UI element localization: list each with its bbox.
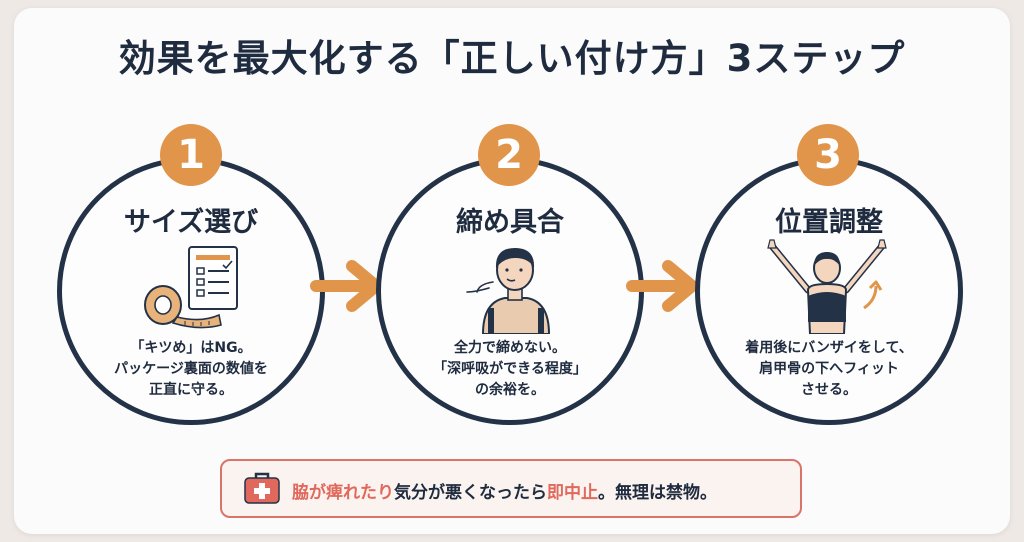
step-1-line-3: 正直に守る。 [149,382,233,398]
step-1-number-badge: 1 [160,124,222,186]
step-1-title: サイズ選び [123,207,259,238]
warning-text-part-4: 。無理は禁物。 [598,483,717,503]
step-2-number-badge: 2 [478,124,540,186]
step-1-description: 「キツめ」はNG。 パッケージ裏面の数値を 正直に守る。 [91,338,291,401]
step-3-line-1: 着用後にバンザイをして、 [745,340,913,356]
warning-text-highlight-1: 脇が痺れたり [292,483,394,503]
arrow-right-icon [626,260,698,312]
step-2-line-1: 全力で締めない。 [454,340,566,356]
step-3-number-badge: 3 [797,124,859,186]
page-title: 効果を最大化する「正しい付け方」3ステップ [118,37,906,80]
step-3-title: 位置調整 [775,207,883,238]
first-aid-kit-icon [244,472,280,504]
breathing-person-icon [466,248,551,334]
warning-text-highlight-2: 即中止 [547,483,598,503]
step-1-line-1: 「キツめ」はNG。 [130,340,252,356]
step-2-title: 締め具合 [456,207,564,238]
step-2-line-3: の余裕を。 [475,382,545,398]
step-3-description: 着用後にバンザイをして、 肩甲骨の下へフィット させる。 [729,338,929,401]
warning-text-part-2: 気分が悪くなったら [394,483,547,503]
arms-raised-person-icon [767,239,887,334]
step-1-line-2: パッケージ裏面の数値を [114,361,268,377]
step-2-description: 全力で締めない。 「深呼吸ができる程度」 の余裕を。 [410,338,610,401]
arrow-right-icon [310,260,382,312]
warning-text: 脇が痺れたり気分が悪くなったら即中止。無理は禁物。 [292,478,717,503]
step-3-line-3: させる。 [801,382,857,398]
step-2-line-2: 「深呼吸ができる程度」 [433,361,587,377]
warning-box: 脇が痺れたり気分が悪くなったら即中止。無理は禁物。 [220,459,802,518]
measuring-tape-checklist-icon [144,246,238,329]
step-3-line-2: 肩甲骨の下へフィット [759,361,899,377]
